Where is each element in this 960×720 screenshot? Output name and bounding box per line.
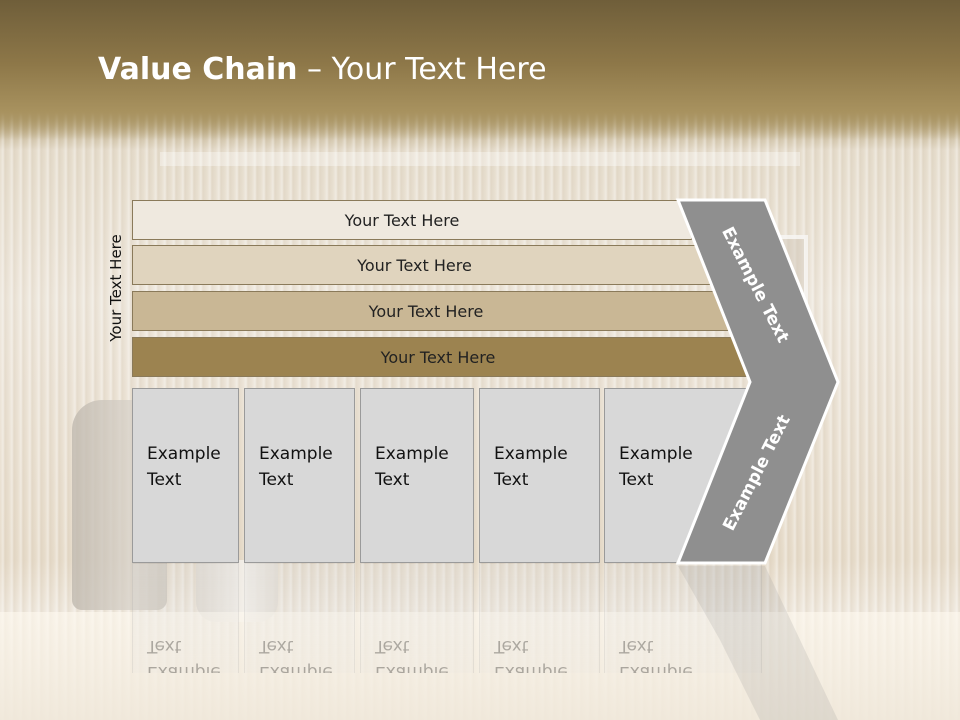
bar-4-label: Your Text Here [380,347,496,367]
title-rest: – Your Text Here [297,52,547,87]
box-4-line2: Text [494,470,529,490]
background-floor [0,612,960,720]
title-bold: Value Chain [98,52,298,87]
bar-4[interactable]: Your Text Here [132,337,764,377]
bar-3[interactable]: Your Text Here [132,291,740,331]
activity-box-3[interactable]: Example Text [360,388,474,563]
background-frame [160,152,800,166]
box-1-line2: Text [147,470,182,490]
box-1-line1: Example [147,444,221,464]
bar-2[interactable]: Your Text Here [132,245,717,285]
activity-box-4[interactable]: Example Text [479,388,600,563]
bar-1-label: Your Text Here [344,210,460,230]
box-4-line1: Example [494,444,568,464]
activity-box-2[interactable]: Example Text [244,388,355,563]
header-band [0,0,960,140]
bar-1[interactable]: Your Text Here [132,200,692,240]
box-3-line1: Example [375,444,449,464]
box-3-line2: Text [375,470,410,490]
box-5-line2: Text [619,470,654,490]
box-2-line2: Text [259,470,294,490]
bar-2-label: Your Text Here [357,255,472,275]
box-2-line1: Example [259,444,333,464]
box-5-line1: Example [619,444,693,464]
side-label: Your Text Here [107,234,125,342]
background-cup [196,560,278,622]
slide-title: Value Chain – Your Text Here [98,52,547,87]
activity-box-5[interactable]: Example Text [604,388,762,563]
activity-box-1[interactable]: Example Text [132,388,239,563]
bar-3-label: Your Text Here [368,301,484,321]
